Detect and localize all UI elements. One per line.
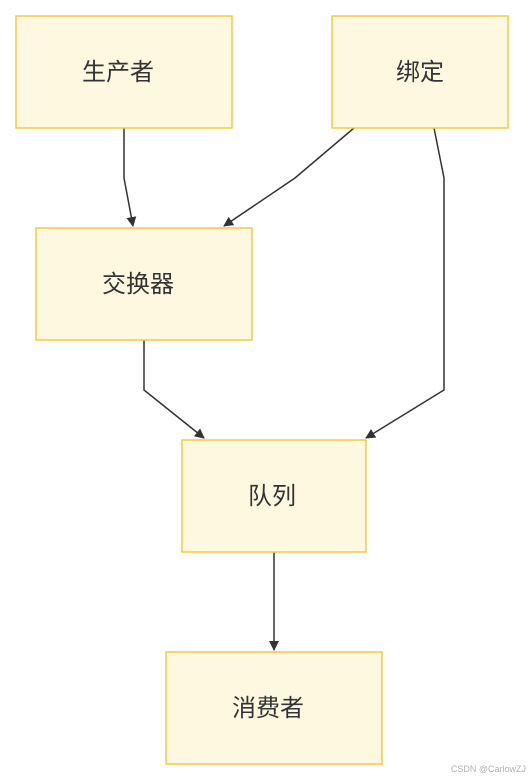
edge-binding-to-queue: [365, 127, 445, 439]
node-binding: 绑定: [331, 15, 509, 129]
node-exchange: 交换器: [35, 227, 253, 341]
edge-binding-to-exchange: [223, 127, 355, 227]
node-exchange-label: 交换器: [102, 270, 174, 298]
edge-producer-to-exchange: [123, 128, 137, 227]
node-binding-label: 绑定: [396, 58, 444, 86]
node-consumer-label: 消费者: [232, 694, 304, 722]
watermark: CSDN @CarlowZJ: [450, 764, 526, 774]
node-queue: 队列: [181, 439, 367, 553]
node-consumer: 消费者: [165, 651, 383, 765]
node-producer: 生产者: [15, 15, 233, 129]
node-queue-label: 队列: [248, 482, 296, 510]
node-producer-label: 生产者: [82, 58, 154, 86]
edge-exchange-to-queue: [143, 340, 205, 439]
